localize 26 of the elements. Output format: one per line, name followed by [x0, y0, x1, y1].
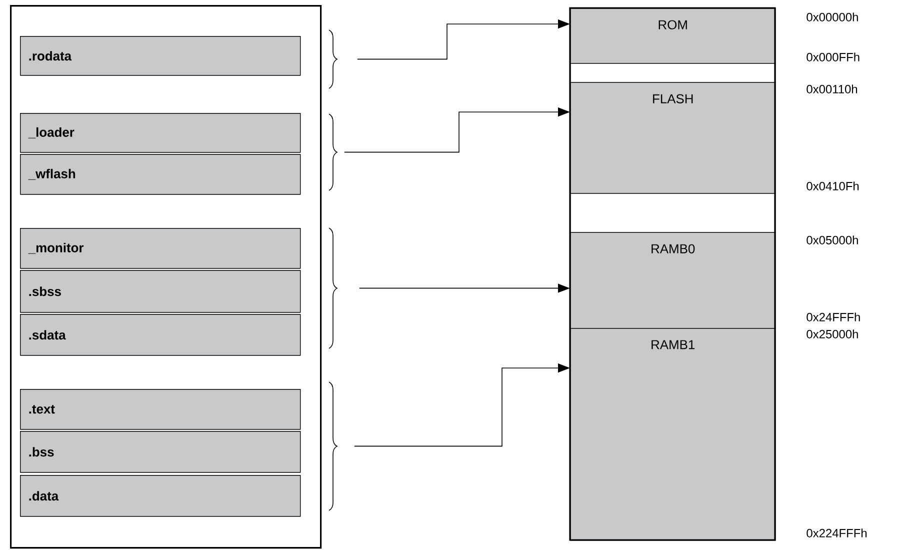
curly-brace	[328, 114, 338, 191]
address-label: 0x00110h	[806, 84, 858, 94]
address-label: 0x25000h	[806, 330, 858, 338]
section-box: .data	[20, 475, 301, 517]
address-label: 0x224FFFh	[806, 528, 867, 538]
address-label: 0x000FFh	[806, 52, 860, 62]
unused-region	[570, 193, 776, 233]
section-box: _loader	[20, 113, 301, 153]
memory-region: ROM	[570, 8, 776, 64]
section-box: _wflash	[20, 154, 301, 195]
section-box: _monitor	[20, 228, 301, 269]
address-label: 0x24FFFh	[806, 312, 860, 322]
section-box: .rodata	[20, 36, 301, 76]
address-label: 0x0410Fh	[806, 182, 859, 190]
section-box: .bss	[20, 431, 301, 473]
curly-brace	[328, 30, 338, 89]
section-box: .text	[20, 389, 301, 430]
section-box: .sbss	[20, 270, 301, 313]
curly-brace	[328, 382, 338, 511]
address-label: 0x05000h	[806, 236, 858, 244]
curly-brace	[328, 228, 338, 349]
unused-region	[570, 63, 776, 83]
section-box: .sdata	[20, 314, 301, 356]
memory-region: FLASH	[570, 82, 776, 194]
memory-region: RAMB0	[570, 232, 776, 329]
address-label: 0x00000h	[806, 12, 858, 22]
